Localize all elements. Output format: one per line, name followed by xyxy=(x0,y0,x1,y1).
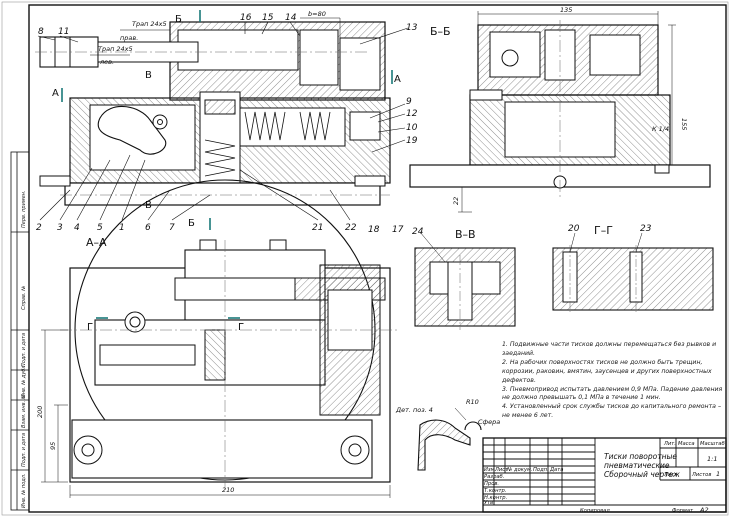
tb-ndoc: № докум. xyxy=(506,467,533,473)
note-3: 3. Пневмопривод испытать давлением 0,9 М… xyxy=(502,385,723,402)
callout-6: 6 xyxy=(145,223,151,233)
tb-sheets-value: 1 xyxy=(716,470,720,478)
tb-podp: Подп. xyxy=(533,467,549,473)
callout-13: 13 xyxy=(406,23,418,33)
section-mark-g-right: Г xyxy=(238,322,244,333)
section-mark-v-bottom: В xyxy=(145,200,152,211)
tb-title-line3: Сборочный чертеж xyxy=(604,470,680,479)
callout-5: 5 xyxy=(97,223,103,233)
section-title-vv: В–В xyxy=(455,228,476,241)
callout-10: 10 xyxy=(406,123,418,133)
side-strip-label-1: Перв. примен. xyxy=(21,190,27,228)
dim-210: 210 xyxy=(222,486,234,494)
callout-7: 7 xyxy=(169,223,175,233)
section-title-aa: А–А xyxy=(86,236,107,249)
thread-label-1: Трап 24х5 xyxy=(132,20,167,28)
tb-scale-value: 1:1 xyxy=(707,455,717,463)
callout-15: 15 xyxy=(262,13,274,23)
thread-label-1-dir: прав. xyxy=(120,34,138,42)
tb-data: Дата xyxy=(549,467,563,473)
callout-1: 1 xyxy=(119,223,125,233)
callout-18: 18 xyxy=(368,225,380,235)
side-strip-label-6: Подп. и дата xyxy=(21,433,27,467)
callout-9: 9 xyxy=(406,97,412,107)
dim-b80: b=80 xyxy=(308,10,326,18)
callout-14: 14 xyxy=(285,13,297,23)
dim-200: 200 xyxy=(36,406,44,418)
tb-razrab: Разраб. xyxy=(484,474,504,480)
tb-kopiroval: Копировал xyxy=(580,508,610,514)
callout-11: 11 xyxy=(58,27,69,37)
tb-izm: Изм. xyxy=(484,467,496,473)
section-mark-g-left: Г xyxy=(87,322,93,333)
tb-scale: Масштаб xyxy=(700,441,725,447)
section-bb-view xyxy=(409,20,711,200)
section-mark-a-left: А xyxy=(52,88,59,99)
detail-pos4 xyxy=(417,407,482,471)
dim-135: 135 xyxy=(560,6,572,14)
dim-r10: R10 xyxy=(466,398,479,406)
callout-16: 16 xyxy=(240,13,252,23)
callout-17: 17 xyxy=(392,225,404,235)
tb-title-line2: пневматические xyxy=(604,461,670,470)
title-block xyxy=(482,437,727,513)
callout-12: 12 xyxy=(406,109,418,119)
callout-4: 4 xyxy=(74,223,80,233)
side-strip-label-5: Взам. инв. № xyxy=(21,394,27,428)
section-vv-view xyxy=(414,247,516,330)
thread-label-2: Трап 24х5 xyxy=(98,45,133,53)
section-mark-b-bottom: Б xyxy=(188,218,195,229)
dim-sphere: Сфера xyxy=(478,418,500,426)
section-mark-a-right: А xyxy=(394,74,401,85)
dim-155: 155 xyxy=(680,118,688,130)
note-2: 2. На рабочих поверхностях тисков не дол… xyxy=(502,358,712,384)
callout-20: 20 xyxy=(568,224,580,234)
dim-95: 95 xyxy=(49,442,57,450)
detail-label: Дет. поз. 4 xyxy=(395,406,433,414)
section-gg-view xyxy=(552,245,714,312)
thread-label-2-dir: лев. xyxy=(99,58,114,66)
tb-utv: Утв. xyxy=(484,500,495,506)
side-strip-label-7: Инв. № подл. xyxy=(21,474,27,509)
section-title-gg: Г–Г xyxy=(594,224,613,237)
note-1: 1. Подвижные части тисков должны перемещ… xyxy=(502,341,717,357)
dim-k14: К 1/4 xyxy=(652,125,669,133)
section-aa-view xyxy=(60,179,400,490)
callout-24: 24 xyxy=(412,227,424,237)
tb-list: Лист xyxy=(494,467,509,473)
tb-format: Формат xyxy=(672,508,694,514)
tb-mass: Масса xyxy=(678,441,695,447)
tb-nkontr: Н.контр. xyxy=(484,495,507,501)
tb-sheets: Листов xyxy=(691,472,711,478)
tb-format-value: А2 xyxy=(699,506,709,514)
side-strip-label-2: Справ. № xyxy=(21,286,27,310)
section-mark-v-top: В xyxy=(145,70,152,81)
callout-19: 19 xyxy=(406,136,418,146)
note-4: 4. Установленный срок службы тисков до к… xyxy=(502,403,722,420)
callout-3: 3 xyxy=(57,223,63,233)
side-strip xyxy=(10,151,30,511)
main-view xyxy=(35,21,391,206)
callout-21: 21 xyxy=(312,223,323,233)
callout-23: 23 xyxy=(640,224,652,234)
tb-lit: Лит. xyxy=(663,441,676,447)
tb-prov: Пров. xyxy=(484,481,499,487)
dim-22: 22 xyxy=(452,197,460,205)
tb-sheet: Лист xyxy=(663,472,678,478)
callout-22: 22 xyxy=(345,223,357,233)
section-title-bb: Б–Б xyxy=(430,25,451,38)
side-strip-label-4: Инв. № дубл. xyxy=(21,364,27,398)
side-strip-label-3: Подп. и дата xyxy=(21,333,27,367)
section-mark-b-top: Б xyxy=(175,14,182,25)
callout-8: 8 xyxy=(38,27,44,37)
technical-notes: 1. Подвижные части тисков должны перемещ… xyxy=(502,341,724,421)
tb-title-line1: Тиски поворотные xyxy=(604,452,677,461)
tb-tkontr: Т.контр. xyxy=(484,488,506,494)
callout-2: 2 xyxy=(36,223,42,233)
